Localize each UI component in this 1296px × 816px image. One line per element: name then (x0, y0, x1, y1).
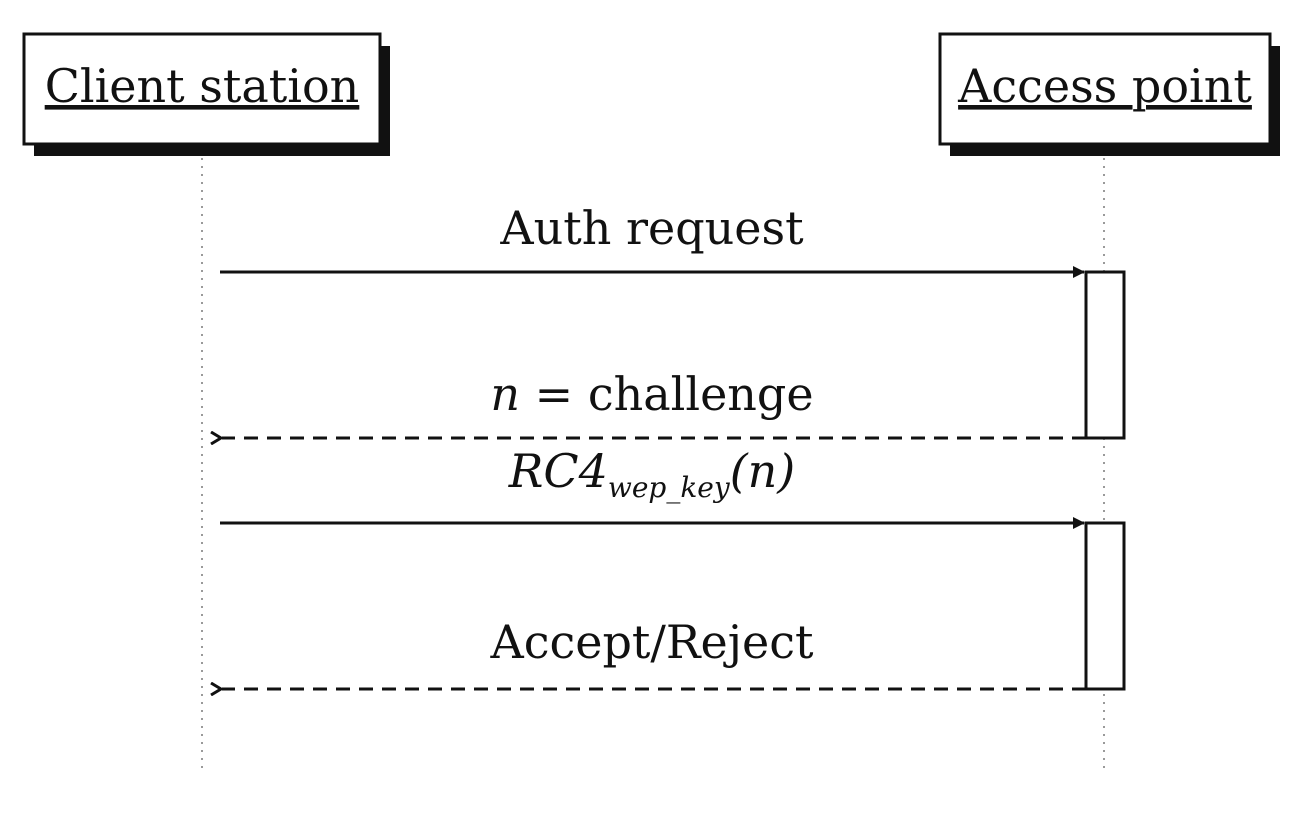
message-label-text: challenge (588, 367, 814, 421)
activation-box (1084, 270, 1126, 440)
message-challenge: n = challenge (222, 367, 1086, 438)
message-label-equals: = (520, 367, 588, 421)
message-label: Auth request (499, 201, 804, 255)
message-label: n = challenge (490, 367, 813, 421)
message-auth-request: Auth request (220, 201, 1085, 278)
activation-box (1084, 521, 1126, 691)
message-label: RC4wep_key(n) (508, 444, 795, 504)
message-label-main: RC4 (508, 444, 608, 498)
message-label-variable: n (490, 367, 520, 421)
participant-access-point: Access point (938, 32, 1280, 156)
message-label-subscript: wep_key (608, 471, 731, 504)
message-label: Accept/Reject (490, 615, 815, 669)
message-label-argument: (n) (730, 444, 796, 498)
participant-access-point-label: Access point (957, 59, 1252, 113)
participant-client-station: Client station (22, 32, 390, 156)
participant-client-station-label: Client station (45, 59, 360, 113)
message-rc4-response: RC4wep_key(n) (220, 444, 1085, 529)
message-accept-reject: Accept/Reject (222, 615, 1086, 689)
